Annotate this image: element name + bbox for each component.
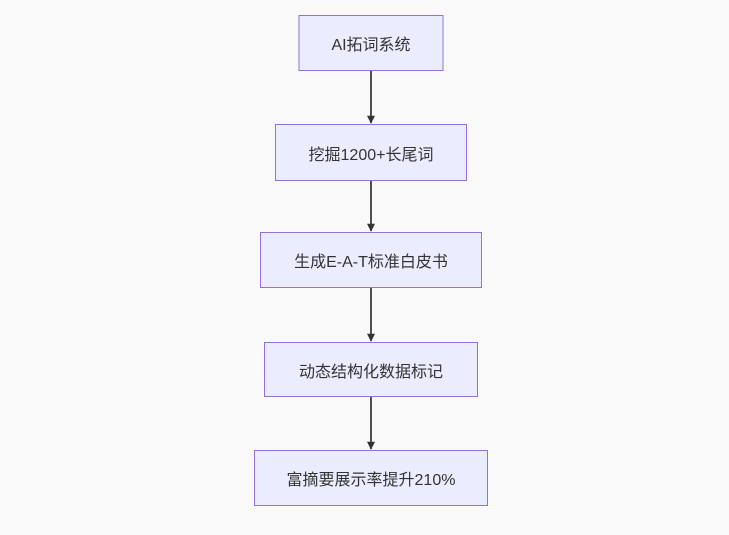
- node-label: 生成E-A-T标准白皮书: [294, 254, 448, 271]
- node-label: AI拓词系统: [331, 37, 411, 54]
- node-dynamic-structured-data: 动态结构化数据标记: [264, 342, 478, 397]
- node-label: 挖掘1200+长尾词: [308, 146, 434, 164]
- node-label: 富摘要展示率提升210%: [286, 472, 456, 489]
- node-mine-longtail-keywords: 挖掘1200+长尾词: [275, 124, 467, 181]
- node-generate-eat-whitepaper: 生成E-A-T标准白皮书: [260, 232, 482, 288]
- node-ai-keyword-system: AI拓词系统: [298, 15, 444, 71]
- node-rich-snippet-rate: 富摘要展示率提升210%: [254, 450, 488, 506]
- node-label: 动态结构化数据标记: [298, 363, 443, 381]
